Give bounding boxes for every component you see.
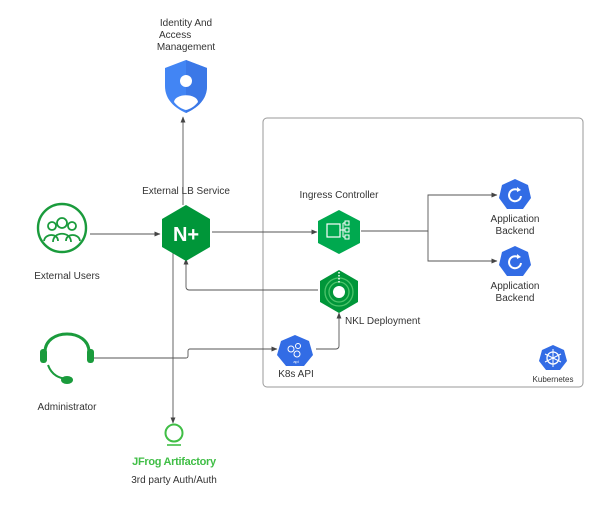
node-external-users[interactable]: External Users [34, 202, 100, 282]
node-application-backend-2[interactable]: Application Backend [491, 246, 540, 304]
k8s-api-icon: api [277, 335, 313, 366]
node-external-lb[interactable]: External LB Service N+ [142, 186, 230, 261]
shield-user-icon [165, 60, 207, 113]
users-group-icon [36, 202, 88, 254]
ingress-label: Ingress Controller [300, 190, 380, 201]
kubernetes-label: Kubernetes [533, 375, 574, 384]
deployment-icon [499, 179, 531, 209]
nkl-target-icon [320, 270, 358, 313]
backend2-label-line2: Backend [496, 293, 535, 304]
iam-label-line3: Management [157, 42, 216, 53]
iam-label-line1: Identity And [160, 18, 212, 29]
connector-admin-to-k8sapi [92, 346, 278, 359]
connector-ingress-to-backend1 [361, 192, 498, 232]
deployment-icon [499, 246, 531, 276]
users-label: External Users [34, 271, 100, 282]
backend1-label-line2: Backend [496, 226, 535, 237]
nkl-label: NKL Deployment [345, 316, 420, 327]
backend1-label-line1: Application [491, 214, 540, 225]
lb-label: External LB Service [142, 186, 230, 197]
node-application-backend-1[interactable]: Application Backend [491, 179, 540, 237]
node-k8s-api[interactable]: api K8s API [277, 335, 314, 380]
headset-icon [40, 332, 94, 384]
jfrog-icon [164, 423, 184, 446]
backend2-label-line1: Application [491, 281, 540, 292]
nginx-plus-icon: N+ [162, 205, 210, 261]
kubernetes-wheel-icon [539, 345, 567, 370]
node-nkl-deployment[interactable]: NKL Deployment [320, 270, 420, 327]
node-administrator[interactable]: Administrator [38, 332, 98, 413]
node-ingress-controller[interactable]: Ingress Controller [300, 190, 380, 254]
jfrog-label: 3rd party Auth/Auth [131, 475, 217, 486]
nginx-plus-glyph: N+ [173, 224, 199, 246]
jfrog-logo-text: JFrog Artifactory [132, 456, 217, 468]
connector-k8sapi-to-nkl [316, 312, 342, 350]
admin-label: Administrator [38, 402, 98, 413]
iam-label-line2: Access [159, 30, 191, 41]
connector-nkl-to-lb [183, 258, 318, 291]
ingress-controller-icon [318, 210, 360, 254]
node-iam[interactable]: Identity And Access Management [157, 18, 216, 113]
connectors [90, 116, 498, 424]
kubernetes-cluster-boundary [262, 117, 584, 388]
kubernetes-cluster-label: Kubernetes [533, 345, 574, 384]
node-jfrog[interactable]: JFrog Artifactory 3rd party Auth/Auth [131, 423, 217, 487]
k8sapi-label: K8s API [278, 369, 314, 380]
k8s-api-badge: api [293, 359, 298, 364]
connector-ingress-to-backend2 [427, 231, 498, 264]
